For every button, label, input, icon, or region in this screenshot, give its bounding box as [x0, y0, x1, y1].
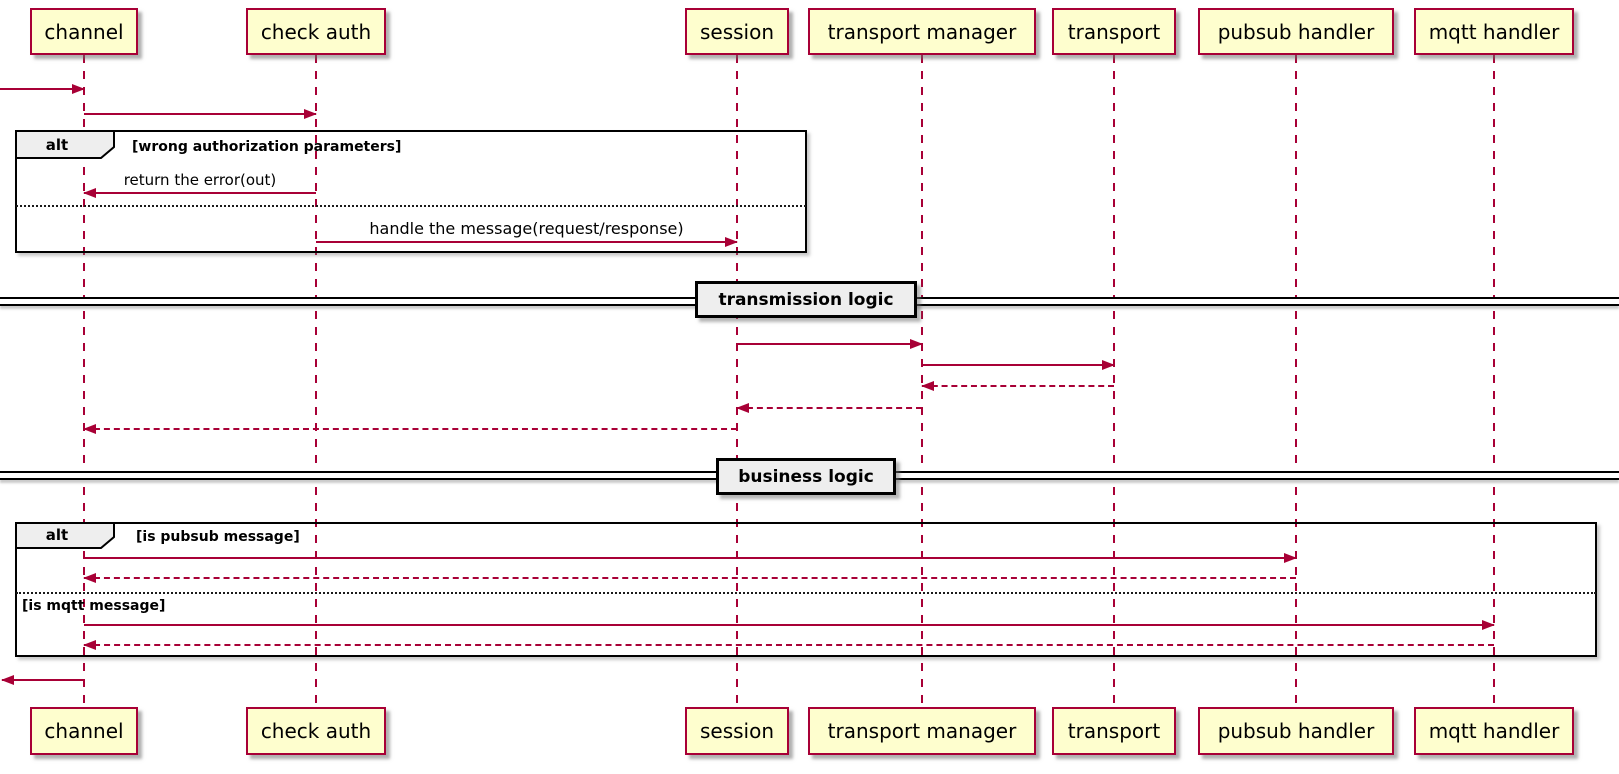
arrowhead [83, 573, 96, 583]
alt-badge [15, 522, 115, 553]
participant-top-transport: transport [1052, 8, 1176, 55]
lifeline-channel [83, 55, 85, 707]
transport-manager-to-transport-arrow [922, 360, 1115, 370]
alt-badge [15, 130, 115, 163]
arrowhead [304, 109, 317, 119]
participant-bottom-transport-manager: transport manager [808, 707, 1036, 755]
handle-message-arrow [316, 237, 738, 247]
return-error-label: return the error(out) [123, 171, 277, 189]
arrowhead [1284, 553, 1297, 563]
arrowhead [1, 675, 14, 685]
arrowhead [725, 237, 738, 247]
mqtt-message-arrow [84, 620, 1495, 630]
mqtt-return-arrow [83, 640, 1494, 650]
participant-top-transport-manager: transport manager [808, 8, 1036, 55]
alt-label: alt [45, 526, 69, 544]
arrowhead [921, 381, 934, 391]
lifeline-pubsub-handler [1295, 55, 1297, 707]
participant-bottom-mqtt-handler: mqtt handler [1414, 707, 1574, 755]
participant-top-pubsub-handler: pubsub handler [1198, 8, 1394, 55]
lifeline-transport [1113, 55, 1115, 707]
transport-manager-return-arrow [736, 403, 922, 413]
handle-message-label: handle the message(request/response) [369, 219, 684, 238]
alt-frame-business-separator [16, 592, 1596, 594]
outgoing-message-arrow [1, 675, 84, 685]
pubsub-message-arrow [84, 553, 1297, 563]
divider-business-logic: business logic [716, 458, 896, 495]
session-return-arrow [83, 424, 737, 434]
pubsub-return-arrow [83, 573, 1296, 583]
lifeline-session [736, 55, 738, 707]
guard-is-pubsub-message: [is pubsub message] [136, 529, 300, 545]
incoming-message-arrow [0, 84, 85, 94]
transport-return-arrow [921, 381, 1114, 391]
guard-wrong-authorization: [wrong authorization parameters] [132, 139, 402, 155]
alt-frame-authorization [15, 130, 807, 253]
participant-top-check-auth: check auth [246, 8, 386, 55]
return-error-arrow [83, 188, 316, 198]
participant-bottom-channel: channel [30, 707, 138, 755]
arrowhead [1102, 360, 1115, 370]
lifeline-mqtt-handler [1493, 55, 1495, 707]
participant-bottom-session: session [685, 707, 789, 755]
alt-frame-business [15, 522, 1597, 657]
session-to-transport-manager-arrow [737, 339, 923, 349]
arrowhead [83, 640, 96, 650]
participant-top-mqtt-handler: mqtt handler [1414, 8, 1574, 55]
check-auth-request-arrow [84, 109, 317, 119]
arrowhead [1482, 620, 1495, 630]
guard-is-mqtt-message: [is mqtt message] [22, 598, 166, 614]
participant-bottom-check-auth: check auth [246, 707, 386, 755]
participant-top-channel: channel [30, 8, 138, 55]
divider-transmission-logic: transmission logic [695, 281, 917, 318]
arrowhead [736, 403, 749, 413]
lifeline-check-auth [315, 55, 317, 707]
participant-bottom-transport: transport [1052, 707, 1176, 755]
participant-bottom-pubsub-handler: pubsub handler [1198, 707, 1394, 755]
participant-top-session: session [685, 8, 789, 55]
arrowhead [83, 188, 96, 198]
arrowhead [83, 424, 96, 434]
alt-frame-authorization-separator [16, 205, 806, 207]
alt-label: alt [45, 136, 69, 154]
arrowhead [72, 84, 85, 94]
arrowhead [910, 339, 923, 349]
